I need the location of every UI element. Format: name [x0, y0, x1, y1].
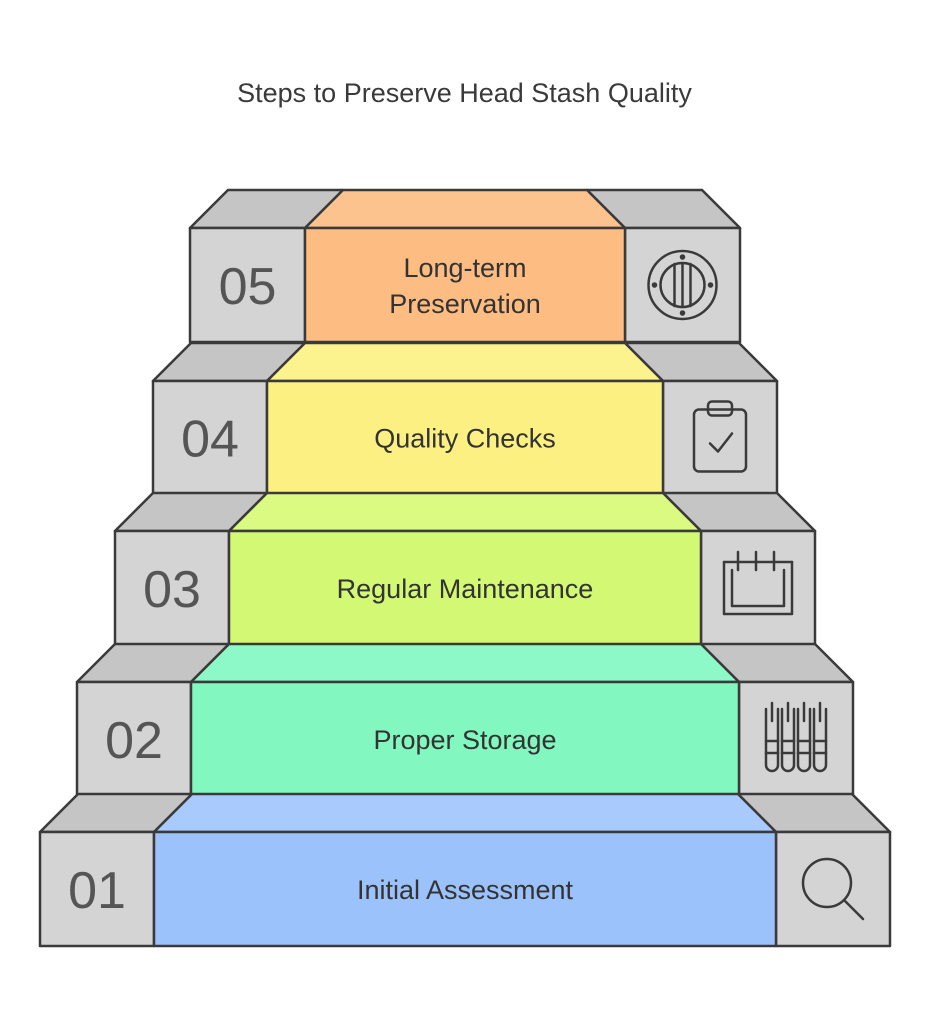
- step-label: Proper Storage: [373, 725, 556, 755]
- right-front-face: [737, 680, 855, 798]
- clipboard-check-icon: [692, 400, 748, 473]
- center-front-face: [265, 379, 665, 496]
- step-number: 03: [143, 561, 201, 619]
- step-02: 02 Proper Storage: [75, 642, 855, 798]
- center-top-face: [303, 188, 627, 230]
- step-label: Preservation: [389, 289, 541, 319]
- step-number: 02: [105, 712, 163, 770]
- diagram-title: Steps to Preserve Head Stash Quality: [237, 78, 692, 108]
- left-front-face: [38, 830, 156, 948]
- calendar-icon: [722, 550, 794, 616]
- vault-icon: [647, 249, 718, 321]
- center-front-face: [227, 529, 703, 647]
- magnifier-icon: [801, 857, 865, 921]
- step-number: 01: [68, 862, 126, 920]
- center-top-face: [189, 642, 741, 684]
- right-front-face: [774, 830, 892, 948]
- step-number: 05: [219, 258, 277, 316]
- step-01: 01 Initial Assessment: [38, 792, 892, 948]
- left-front-face: [151, 379, 269, 496]
- test-tubes-icon: [764, 701, 828, 773]
- center-front-face: [152, 830, 778, 948]
- right-front-face: [661, 379, 779, 496]
- step-04: 04 Quality Checks: [151, 341, 779, 496]
- right-front-face: [623, 226, 742, 344]
- left-front-face: [113, 529, 231, 647]
- center-top-face: [152, 792, 778, 834]
- center-top-face: [265, 341, 665, 383]
- step-label: Initial Assessment: [357, 875, 574, 905]
- center-top-face: [227, 491, 703, 533]
- step-label: Quality Checks: [374, 424, 556, 454]
- center-front-face: [303, 226, 627, 344]
- step-label: Long-term: [403, 253, 526, 283]
- step-03: 03 Regular Maintenance: [113, 491, 817, 647]
- left-front-face: [75, 680, 193, 798]
- step-number: 04: [181, 411, 239, 469]
- right-front-face: [699, 529, 817, 647]
- step-label: Regular Maintenance: [337, 574, 594, 604]
- center-front-face: [189, 680, 741, 798]
